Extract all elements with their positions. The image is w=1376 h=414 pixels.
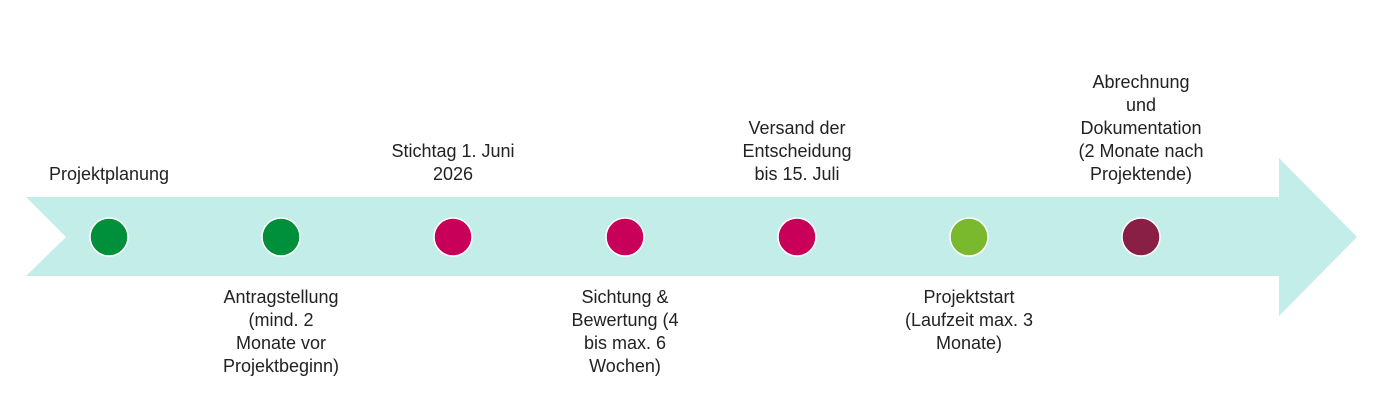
milestone-dot [433,217,473,257]
milestone-label: Antragstellung (mind. 2 Monate vor Proje… [222,287,340,376]
milestone-dot [89,217,129,257]
milestone-dot [605,217,645,257]
timeline-arrow [26,158,1357,316]
milestone-dot [949,217,989,257]
milestone-label: Sichtung & Bewertung (4 bis max. 6 Woche… [571,287,679,376]
milestone-dot [1121,217,1161,257]
milestone-dot [261,217,301,257]
milestone-label: Projektplanung [48,164,170,184]
milestone-label: Stichtag 1. Juni 2026 [391,141,515,184]
milestone-label: Abrechnung und Dokumentation (2 Monate n… [1078,72,1204,184]
milestone-label: Versand der Entscheidung bis 15. Juli [742,118,852,184]
milestone-dot [777,217,817,257]
milestone-label: Projektstart (Laufzeit max. 3 Monate) [904,287,1034,353]
